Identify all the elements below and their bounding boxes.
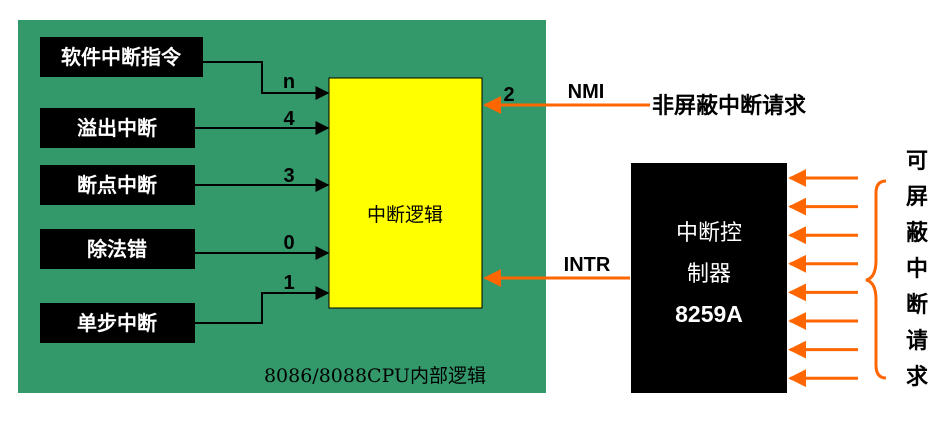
interrupt-logic-label: 中断逻辑 (367, 204, 443, 226)
source-breakpoint-interrupt: 断点中断 (40, 165, 195, 205)
maskable-request-label-char: 求 (906, 365, 928, 390)
maskable-request-label-char: 蔽 (906, 221, 929, 246)
source-single-step: 单步中断 (40, 303, 195, 343)
source-label: 单步中断 (77, 311, 157, 335)
nmi-pin-label: NMI (568, 81, 605, 103)
interrupt-controller-box (631, 163, 787, 393)
intr-pin-label: INTR (564, 254, 611, 276)
source-software-interrupt: 软件中断指令 (40, 37, 203, 77)
wire-software (203, 61, 330, 100)
request-brace (865, 179, 887, 380)
source-label: 溢出中断 (77, 116, 157, 140)
controller-label-line2: 制器 (687, 262, 731, 287)
cpu-caption: 8086/8088CPU内部逻辑 (264, 365, 486, 387)
type-number-divide: 0 (283, 232, 294, 254)
type-number-n: n (283, 71, 295, 93)
maskable-request-label-char: 可 (906, 149, 928, 174)
maskable-request-lines (788, 169, 858, 388)
source-label: 除法错 (87, 237, 147, 261)
maskable-request-label-char: 请 (906, 328, 928, 354)
maskable-request-label-char: 屏 (906, 185, 928, 210)
source-divide-error: 除法错 (40, 229, 195, 269)
type-number-single-step: 1 (283, 272, 294, 294)
controller-label-line3: 8259A (675, 301, 743, 327)
source-overflow-interrupt: 溢出中断 (40, 108, 195, 148)
maskable-request-label-char: 中 (906, 257, 928, 282)
controller-label-line1: 中断控 (676, 221, 742, 246)
source-label: 软件中断指令 (61, 45, 182, 69)
interrupt-logic-box (328, 77, 483, 309)
type-number-breakpoint: 3 (283, 165, 294, 187)
source-label: 断点中断 (77, 173, 157, 197)
wire-single-step (195, 286, 330, 324)
nmi-type-number: 2 (503, 84, 514, 106)
type-number-overflow: 4 (283, 108, 295, 130)
nmi-description: 非屏蔽中断请求 (652, 93, 806, 119)
maskable-request-label-char: 断 (906, 292, 928, 318)
